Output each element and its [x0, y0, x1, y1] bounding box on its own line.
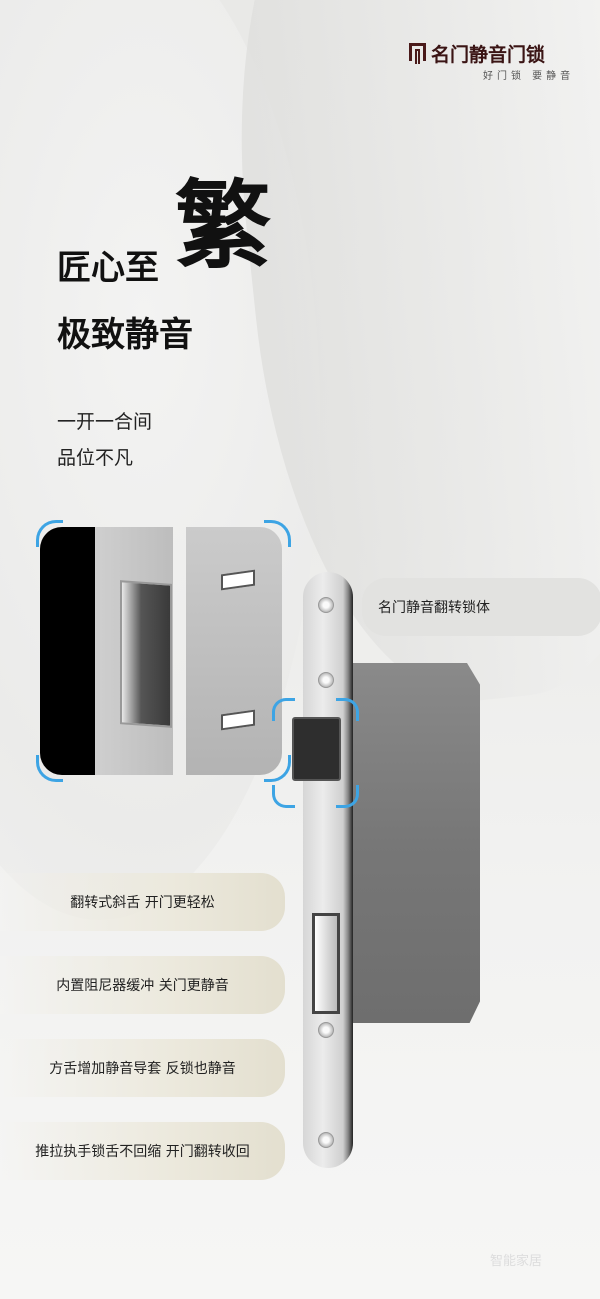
feature-text: 翻转式斜舌 开门更轻松: [70, 895, 215, 911]
feature-text: 推拉执手锁舌不回缩 开门翻转收回: [35, 1144, 250, 1160]
feature-item: 方舌增加静音导套 反锁也静音: [0, 1039, 285, 1097]
brand-name: 名门静音门锁: [431, 44, 546, 66]
screw-icon: [318, 1022, 334, 1038]
focus-bracket: [36, 755, 63, 782]
headline-line1: 匠心至: [57, 248, 159, 288]
focus-bracket: [336, 785, 359, 808]
feature-item: 推拉执手锁舌不回缩 开门翻转收回: [0, 1122, 285, 1180]
latch-closeup-photo: [40, 527, 173, 775]
lock-body-case: [350, 663, 480, 1023]
plate-closeup-photo: [186, 527, 282, 775]
feature-item: 内置阻尼器缓冲 关门更静音: [0, 956, 285, 1014]
focus-bracket: [336, 698, 359, 721]
feature-item: 翻转式斜舌 开门更轻松: [0, 873, 285, 931]
feature-text: 内置阻尼器缓冲 关门更静音: [56, 978, 229, 994]
subtitle-line2: 品位不凡: [57, 447, 134, 469]
product-label-text: 名门静音翻转锁体: [378, 600, 490, 616]
latch-tongue: [292, 717, 341, 781]
screw-icon: [318, 672, 334, 688]
headline-line2: 极致静音: [57, 315, 193, 355]
product-label: 名门静音翻转锁体: [362, 578, 600, 636]
subtitle-line1: 一开一合间: [57, 411, 153, 433]
latch-image: [120, 580, 172, 728]
watermark: 智能家居: [490, 1254, 543, 1269]
brand-slogan: 好门锁 要静音: [483, 71, 575, 82]
focus-bracket: [272, 698, 295, 721]
slot-image: [221, 569, 255, 591]
brand-logo: 名门静音门锁 好门锁 要静音: [409, 40, 579, 85]
focus-bracket: [36, 520, 63, 547]
deadbolt-slot: [312, 913, 340, 1014]
focus-bracket: [272, 785, 295, 808]
slot-image: [221, 709, 255, 731]
mingmen-logo-icon: [409, 43, 426, 64]
focus-bracket: [264, 755, 291, 782]
screw-icon: [318, 1132, 334, 1148]
feature-text: 方舌增加静音导套 反锁也静音: [49, 1061, 236, 1077]
headline-big-character: 繁: [175, 169, 271, 282]
screw-icon: [318, 597, 334, 613]
focus-bracket: [264, 520, 291, 547]
lock-faceplate: [303, 572, 353, 1168]
